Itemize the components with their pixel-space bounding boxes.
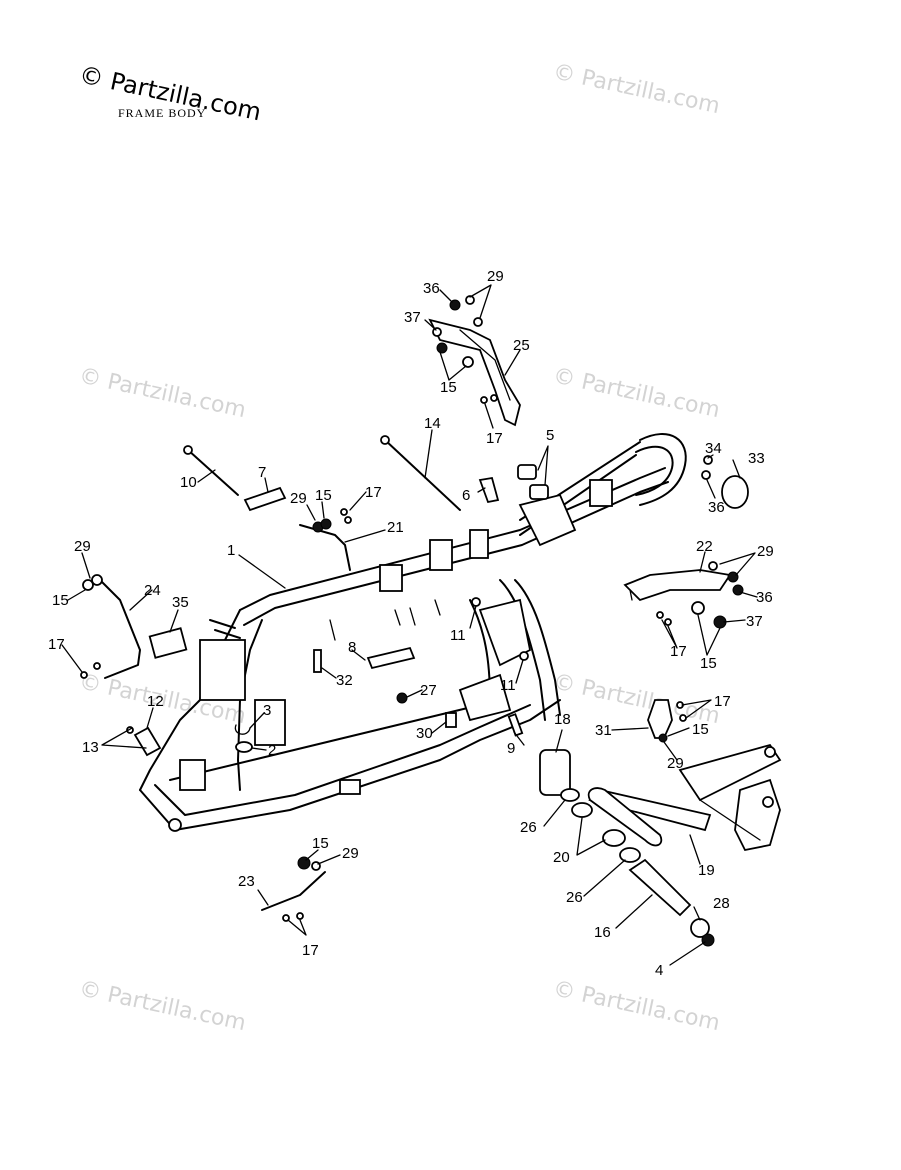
- bushing-18: [539, 749, 571, 796]
- label-14: 14: [424, 415, 441, 432]
- clip-6: [478, 476, 500, 504]
- label-23: 23: [238, 873, 255, 890]
- tube-24: [99, 579, 141, 679]
- label-21: 21: [387, 519, 404, 536]
- label-28: 28: [713, 895, 730, 912]
- bracket-22: [623, 569, 732, 602]
- label-9: 9: [507, 740, 515, 757]
- label-15-left: 15: [52, 592, 69, 609]
- label-37-top: 37: [404, 309, 421, 326]
- label-33: 33: [748, 450, 765, 467]
- bolt-10: [187, 449, 239, 496]
- label-15-top: 15: [440, 379, 457, 396]
- label-36-top: 36: [423, 280, 440, 297]
- label-15-right: 15: [700, 655, 717, 672]
- label-16: 16: [594, 924, 611, 941]
- grommet-5-a: [517, 464, 537, 480]
- label-36-right-top: 36: [708, 499, 725, 516]
- shaft-16: [628, 858, 692, 917]
- label-27: 27: [420, 682, 437, 699]
- label-2: 2: [268, 742, 276, 759]
- bracket-31: [647, 699, 673, 739]
- main-frame: [139, 433, 687, 832]
- grommet-5-b: [529, 484, 549, 500]
- watermark-top-right: © Partzilla.com: [551, 59, 722, 119]
- clip-3: [234, 724, 251, 735]
- label-17-mid: 17: [365, 484, 382, 501]
- label-34: 34: [705, 440, 722, 457]
- label-15-bottom: 15: [312, 835, 329, 852]
- label-29-left: 29: [74, 538, 91, 555]
- label-4: 4: [655, 962, 663, 979]
- callout-labels: 29 36 37 25 15 17 14 5 6 7 10 29 15 17 2…: [48, 268, 774, 979]
- plate-7: [243, 486, 287, 512]
- label-17-top: 17: [486, 430, 503, 447]
- label-31: 31: [595, 722, 612, 739]
- pin-32: [313, 649, 322, 673]
- label-10: 10: [180, 474, 197, 491]
- label-25: 25: [513, 337, 530, 354]
- plate-12: [133, 726, 162, 757]
- label-12: 12: [147, 693, 164, 710]
- swing-arm-19: [587, 743, 782, 852]
- label-11-lower: 11: [500, 677, 516, 694]
- label-26-lower: 26: [566, 889, 583, 906]
- label-19: 19: [698, 862, 715, 879]
- label-29-mid: 29: [290, 490, 307, 507]
- bolt-9: [507, 713, 524, 737]
- label-plate-35: [148, 627, 188, 659]
- label-17-left: 17: [48, 636, 65, 653]
- bushing-20-a: [571, 802, 593, 818]
- label-3: 3: [263, 702, 271, 719]
- bushing-2: [235, 741, 253, 753]
- rod-23: [261, 871, 326, 911]
- label-29-top: 29: [487, 268, 504, 285]
- watermark-mid-left: © Partzilla.com: [77, 363, 248, 423]
- label-8: 8: [348, 639, 356, 656]
- bolt-11-b: [519, 651, 529, 661]
- cap-33: [721, 475, 749, 509]
- watermark-mid-right: © Partzilla.com: [551, 363, 722, 423]
- bolt-11-a: [471, 597, 481, 607]
- label-15-swing: 15: [692, 721, 709, 738]
- label-17-bottom: 17: [302, 942, 319, 959]
- diagram-title: FRAME BODY: [118, 106, 206, 120]
- bushing-20-b: [602, 829, 626, 847]
- label-30: 30: [416, 725, 433, 742]
- label-26-upper: 26: [520, 819, 537, 836]
- label-7: 7: [258, 464, 266, 481]
- label-29-right: 29: [757, 543, 774, 560]
- label-37-right: 37: [746, 613, 763, 630]
- tube-21: [299, 524, 351, 571]
- label-18: 18: [554, 711, 571, 728]
- label-35: 35: [172, 594, 189, 611]
- watermark-bottom-right: © Partzilla.com: [551, 976, 722, 1036]
- label-13: 13: [82, 739, 99, 756]
- label-36-right: 36: [756, 589, 773, 606]
- label-17-right: 17: [670, 643, 687, 660]
- watermark-bottom-left: © Partzilla.com: [77, 976, 248, 1036]
- label-15-mid: 15: [315, 487, 332, 504]
- label-1: 1: [227, 542, 235, 559]
- label-24: 24: [144, 582, 161, 599]
- label-22: 22: [696, 538, 713, 555]
- nut-27: [396, 692, 408, 704]
- label-29-swing: 29: [667, 755, 684, 772]
- label-29-bottom: 29: [342, 845, 359, 862]
- label-20: 20: [553, 849, 570, 866]
- label-5: 5: [546, 427, 554, 444]
- label-32: 32: [336, 672, 353, 689]
- label-6: 6: [462, 487, 470, 504]
- plate-8: [366, 646, 416, 670]
- clip-30: [445, 712, 457, 728]
- nut-4: [701, 933, 715, 947]
- label-11-upper: 11: [450, 627, 466, 644]
- bushing-26-upper: [560, 788, 580, 802]
- label-17-swing: 17: [714, 693, 731, 710]
- leader-lines: [61, 284, 758, 966]
- rod-14: [384, 439, 461, 511]
- bushing-26-lower: [619, 847, 641, 863]
